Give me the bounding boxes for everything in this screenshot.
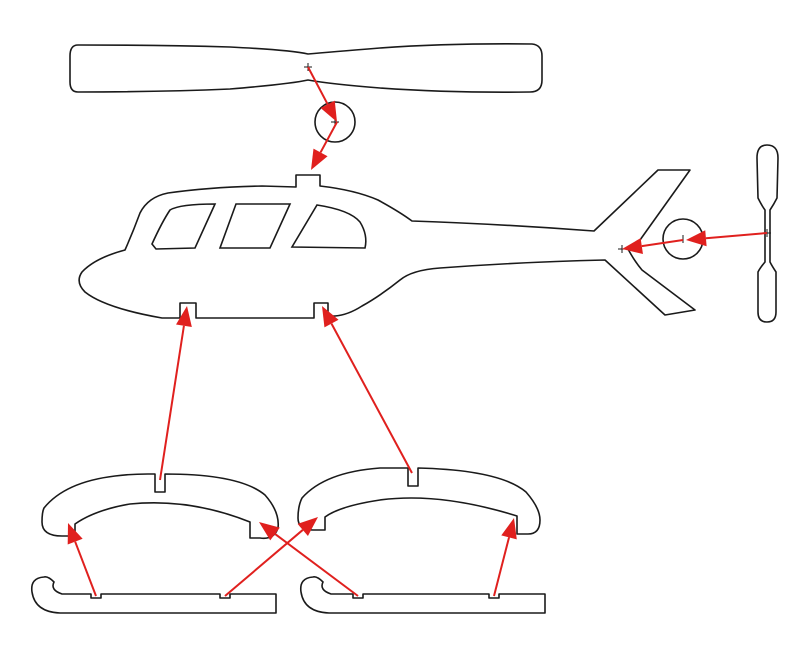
arrow-leftskid-to-rightstrut-shaft [224, 529, 304, 597]
arrow-rotor-to-hub-head [320, 100, 337, 122]
arrow-rightskid-to-rightstrut-shaft [493, 537, 511, 597]
arrow-hub-to-fuselage-shaft [319, 121, 338, 153]
arrow-rightstrut-to-fuselage-head [322, 306, 339, 328]
arrow-tailblade-to-disc-head [686, 230, 707, 247]
arrow-leftskid-to-rightstrut-head [297, 517, 318, 537]
arrow-disc-to-tail-head [622, 238, 643, 254]
arrow-hub-to-fuselage-head [311, 148, 328, 170]
arrow-leftskid-to-leftstrut-head [67, 523, 83, 545]
arrow-rightstrut-to-fuselage-shaft [330, 323, 413, 474]
arrow-leftskid-to-leftstrut-shaft [74, 541, 97, 597]
left-skid [30, 576, 277, 614]
right-skid [299, 576, 546, 614]
arrow-leftstrut-to-fuselage-shaft [159, 325, 185, 481]
main-rotor-blade [69, 43, 543, 93]
cabin-window-rear [290, 204, 367, 249]
left-skid-strut [41, 473, 280, 540]
arrow-rightskid-to-leftstrut-head [259, 522, 280, 541]
arrow-rightskid-to-leftstrut-shaft [274, 533, 359, 597]
arrow-rightskid-to-rightstrut-head [501, 518, 517, 540]
arrow-leftstrut-to-fuselage-head [176, 306, 192, 327]
arrow-rotor-to-hub-shaft [307, 66, 329, 105]
right-skid-strut [297, 467, 541, 535]
cockpit-window-front [151, 203, 217, 250]
cabin-window-middle [218, 203, 292, 249]
arrow-disc-to-tail-shaft [641, 239, 684, 248]
assembly-arrows [67, 66, 768, 597]
fuselage [78, 169, 696, 319]
arrow-tailblade-to-disc-shaft [705, 232, 768, 240]
